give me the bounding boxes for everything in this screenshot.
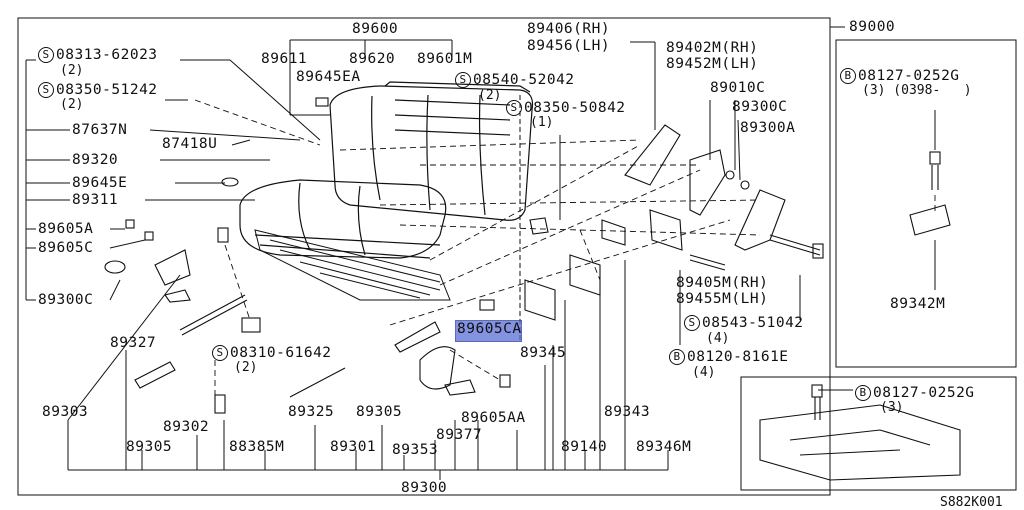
s-circle-icon: S [455,72,471,88]
label: 89455M(LH) [676,291,769,307]
label: 89456(LH) [527,38,611,54]
label: 89327 [110,335,157,351]
s-circle-icon: S [38,47,54,63]
b-circle-icon: B [840,68,856,84]
seat-cushion [239,179,447,259]
label: 89452M(LH) [666,56,759,72]
qty: (1) [530,115,554,130]
inset-frame-lower [740,376,1017,491]
label: 87637N [72,122,128,138]
label: 89305 [126,439,173,455]
inset-frame-upper [835,39,1017,368]
label: 89377 [436,427,483,443]
highlight-marker [455,320,522,342]
label: 89325 [288,404,335,420]
b-circle-icon: B [855,385,871,401]
s-circle-icon: S [212,345,228,361]
label: 89406(RH) [527,21,611,37]
label: 89605A [38,221,94,237]
label: 89620 [349,51,396,67]
qty: (4) [692,365,716,380]
label: 89303 [42,404,89,420]
hardware [104,97,961,481]
seat-back [329,81,534,221]
label: 89601M [417,51,473,67]
label: 89320 [72,152,119,168]
seat-frame [254,229,451,301]
label: 89405M(RH) [676,275,769,291]
label: 89300C [732,99,788,115]
label: 89611 [261,51,308,67]
label: 88385M [229,439,285,455]
label: 89645E [72,175,128,191]
qty: (2) [478,88,502,103]
label: 89605AA [461,410,526,426]
highlighted-part-label[interactable]: 89605CA [457,321,522,337]
label: 87418U [162,136,218,152]
label: 89010C [710,80,766,96]
qty: (3) (0398- ) [862,83,972,98]
label: 89645EA [296,69,361,85]
label: 89353 [392,442,439,458]
s-circle-icon: S [684,315,700,331]
assembly-number: 89000 [849,19,896,35]
qty: (2) [234,360,258,375]
group-number: 89600 [352,21,399,37]
s-circle-icon: S [506,100,522,116]
label: 89302 [163,419,210,435]
label: 89342M [890,296,946,312]
label: 89402M(RH) [666,40,759,56]
label: 89140 [561,439,608,455]
drawing-number: S882K001 [940,495,1003,510]
qty: (2) [60,97,84,112]
label: 89605C [38,240,94,256]
label: 89311 [72,192,119,208]
qty: (3) [880,400,904,415]
label: 89346M [636,439,692,455]
label: 89345 [520,345,567,361]
qty: (2) [60,63,84,78]
s-circle-icon: S [38,82,54,98]
label: 89300A [740,120,796,136]
total-assembly-label: 89300 [401,480,448,496]
main-frame [17,17,831,496]
qty: (4) [706,331,730,346]
label: 89343 [604,404,651,420]
b-circle-icon: B [669,349,685,365]
label: 89300C [38,292,94,308]
label: 89305 [356,404,403,420]
label: 89301 [330,439,377,455]
